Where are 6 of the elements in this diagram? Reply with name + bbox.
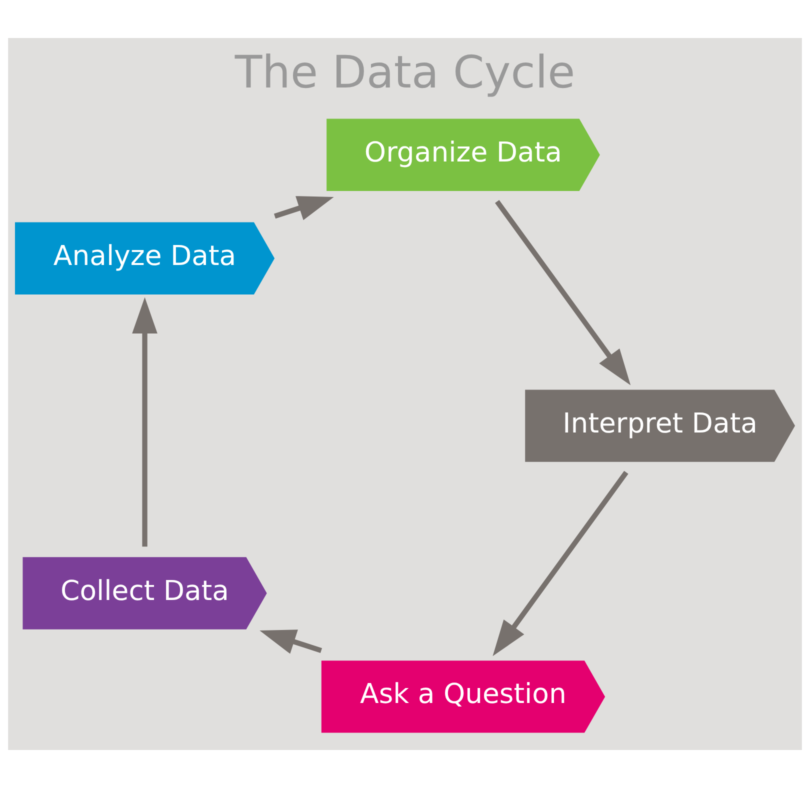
arrow [495, 200, 631, 386]
diagram-title: The Data Cycle [234, 46, 576, 99]
arrow [260, 630, 322, 654]
arrow [274, 196, 334, 220]
arrow [492, 470, 628, 656]
arrow [132, 297, 158, 547]
